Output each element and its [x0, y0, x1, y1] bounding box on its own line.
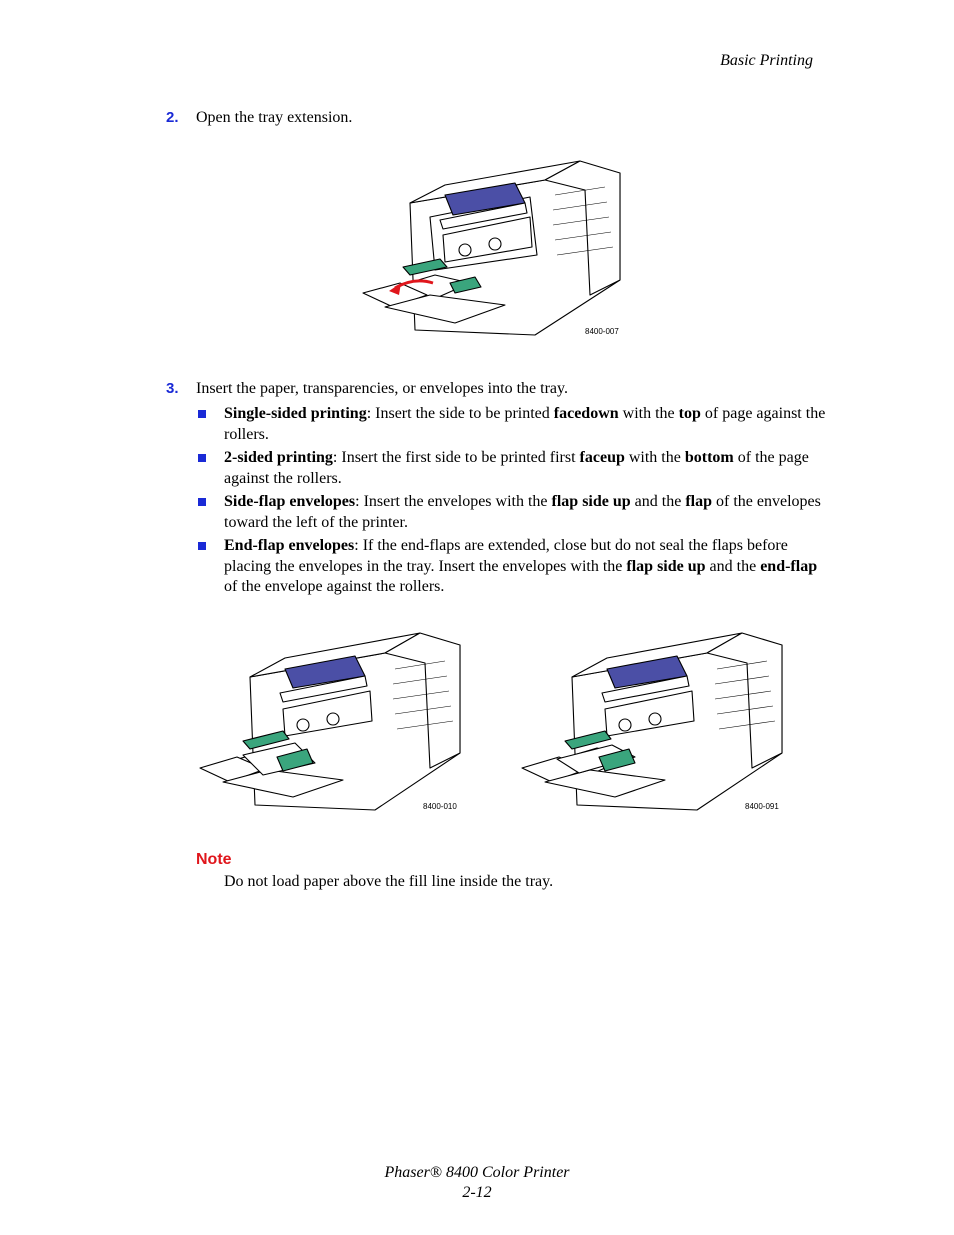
bold-term: faceup [579, 449, 625, 466]
figure-1-id: 8400-007 [585, 327, 619, 336]
figure-side-flap-envelopes: 8400-010 [195, 625, 470, 820]
step-3: 3. Insert the paper, transparencies, or e… [166, 379, 568, 399]
step-3-text: Insert the paper, transparencies, or env… [196, 380, 568, 397]
step-2: 2. Open the tray extension. [166, 108, 352, 128]
figure-2-id: 8400-010 [423, 802, 457, 811]
footer-page-number: 2-12 [462, 1184, 492, 1201]
bold-term: Single-sided printing [224, 405, 367, 422]
bullet-text: : If the end-flaps are extended, close b… [224, 537, 788, 575]
bullet-square-icon [198, 498, 206, 506]
bullet-text: with the [618, 405, 679, 422]
bullet-text: of page against the rollers. [224, 405, 826, 443]
bullet-text: : Insert the side to be printed [366, 405, 554, 422]
bold-term: flap side up [551, 493, 631, 510]
bullet-text: of the envelopes toward the left of the … [224, 493, 821, 531]
figure-open-tray-extension: 8400-007 [355, 155, 630, 345]
bullet-text: and the [630, 493, 686, 510]
bold-term: Side-flap envelopes [224, 493, 356, 510]
bold-term: End-flap envelopes [224, 537, 355, 554]
running-header: Basic Printing [720, 52, 813, 69]
figure-end-flap-envelopes: 8400-091 [517, 625, 792, 820]
bullet-text: with the [624, 449, 685, 466]
bullet-text: of the envelope against the rollers. [224, 578, 445, 595]
bold-term: flap side up [626, 557, 706, 575]
bold-term: facedown [553, 405, 619, 422]
bullet-square-icon [198, 410, 206, 418]
list-item: Single-sided printing: Insert the side t… [196, 404, 826, 445]
bold-term: flap [685, 493, 712, 510]
page-footer: Phaser® 8400 Color Printer 2-12 [0, 1163, 954, 1203]
bold-term: end-flap [760, 557, 818, 575]
footer-product: Phaser® 8400 Color Printer [384, 1164, 570, 1181]
bullet-square-icon [198, 542, 206, 550]
note-text: Do not load paper above the fill line in… [224, 873, 554, 890]
step-2-text: Open the tray extension. [196, 109, 353, 126]
list-item: End-flap envelopes: If the end-flaps are… [196, 536, 826, 598]
step-3-number: 3. [166, 380, 179, 397]
bold-term: top [678, 405, 701, 422]
list-item: 2-sided printing: Insert the first side … [196, 448, 826, 489]
loading-options-list: Single-sided printing: Insert the side t… [196, 404, 826, 601]
bold-term: 2-sided printing [224, 449, 333, 466]
bold-term: bottom [684, 449, 734, 466]
step-2-number: 2. [166, 109, 179, 126]
bullet-text: and the [705, 557, 761, 575]
bullet-text: : Insert the envelopes with the [355, 493, 552, 510]
note-title: Note [196, 851, 232, 868]
bullet-text: : Insert the first side to be printed fi… [332, 449, 580, 466]
bullet-square-icon [198, 454, 206, 462]
bullet-text: of the page against the rollers. [224, 449, 809, 487]
figure-3-id: 8400-091 [745, 802, 779, 811]
list-item: Side-flap envelopes: Insert the envelope… [196, 492, 826, 533]
